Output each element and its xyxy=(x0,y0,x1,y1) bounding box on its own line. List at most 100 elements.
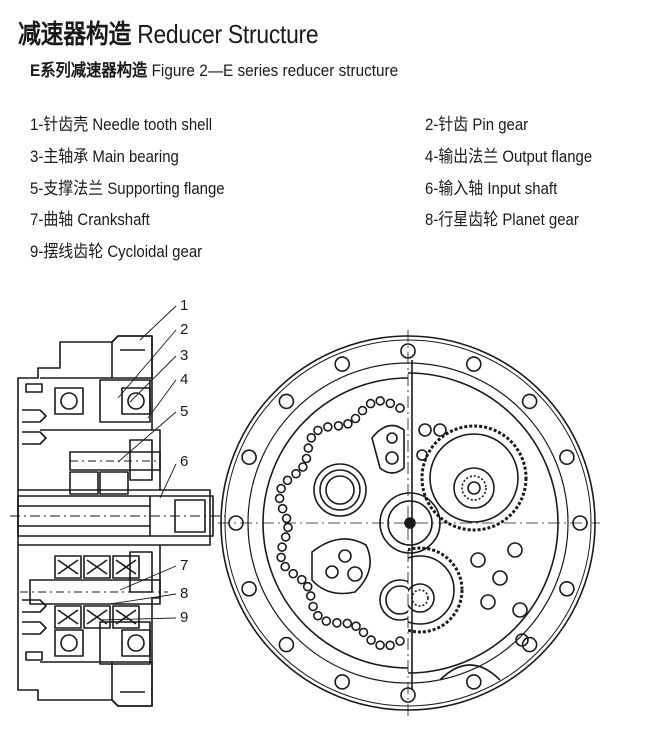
flange-holes xyxy=(470,542,529,647)
legend-item-3: 3-主轴承 Main bearing xyxy=(30,147,179,166)
legend-en: Planet gear xyxy=(502,210,579,229)
pin-gear-roller xyxy=(282,475,293,486)
legend-cn: 输入轴 xyxy=(438,179,484,198)
legend-cn: 输出法兰 xyxy=(438,147,499,166)
rim-bolt-hole xyxy=(559,449,575,466)
pin-gear-roller xyxy=(350,413,361,424)
subtitle-en: Figure 2—E series reducer structure xyxy=(151,61,399,80)
pin-gear-roller xyxy=(274,493,285,504)
eccentric-lobe xyxy=(311,538,371,595)
pin-gear-roller xyxy=(332,617,342,628)
legend-en: Output flange xyxy=(502,147,593,166)
pin-gear-roller xyxy=(358,627,369,638)
legend-en: Crankshaft xyxy=(77,210,150,229)
pin-gear-roller xyxy=(306,432,317,443)
legend-item-6: 6-输入轴 Input shaft xyxy=(425,179,558,198)
pin-gear-roller xyxy=(333,420,344,431)
pin-gear-roller xyxy=(277,503,288,514)
pin-gear-roller xyxy=(288,568,299,579)
pin-gear-roller xyxy=(280,561,291,572)
legend-en: Pin gear xyxy=(472,115,529,134)
legend-cn: 支撑法兰 xyxy=(43,179,104,198)
legend-en: Supporting flange xyxy=(107,179,225,198)
rim-bolt-hole xyxy=(559,580,575,597)
rim-bolt-hole xyxy=(278,393,295,410)
main-bearing-top xyxy=(54,387,151,415)
callout-numbers: 1 2 3 4 5 6 7 8 9 xyxy=(180,297,188,626)
callout-1: 1 xyxy=(180,297,188,314)
legend-item-1: 1-针齿壳 Needle tooth shell xyxy=(30,115,213,134)
rim-bolt-hole xyxy=(334,356,351,372)
figure-subtitle: E系列减速器构造 Figure 2—E series reducer struc… xyxy=(30,56,398,81)
legend-en: Needle tooth shell xyxy=(92,115,213,134)
callout-9: 9 xyxy=(180,609,188,626)
subtitle-cn: E系列减速器构造 xyxy=(30,61,148,80)
pin-gear-roller xyxy=(281,513,292,524)
rim-bolt-hole xyxy=(241,449,257,466)
pin-gear-top xyxy=(99,379,151,423)
title-en: Reducer Structure xyxy=(137,19,319,49)
legend-num: 3 xyxy=(30,147,39,166)
pin-gear-roller xyxy=(276,483,286,494)
rim-bolt-hole xyxy=(278,636,295,653)
pin-gear-chain xyxy=(274,396,405,651)
pin-gear-roller xyxy=(313,425,323,436)
pin-gear-roller xyxy=(375,396,386,406)
planet-gear-upper xyxy=(420,424,528,532)
pin-gear-roller xyxy=(305,591,316,601)
crankshaft-upper xyxy=(69,451,161,495)
legend-num: 2 xyxy=(425,115,434,134)
front-view xyxy=(218,330,600,720)
callout-leaders xyxy=(99,305,177,621)
pin-gear-roller xyxy=(313,610,323,621)
callout-4: 4 xyxy=(180,371,188,388)
pin-gear-roller xyxy=(321,616,332,626)
input-shaft xyxy=(10,495,225,537)
callout-7: 7 xyxy=(180,557,188,574)
crankshaft-lower xyxy=(20,555,168,629)
legend-cn: 针齿 xyxy=(438,115,469,134)
callout-3: 3 xyxy=(180,347,188,364)
pin-gear-roller xyxy=(296,574,307,585)
section-view xyxy=(10,335,225,707)
rim-bolt-hole xyxy=(521,393,538,410)
pin-gear-roller xyxy=(395,636,405,646)
legend-item-7: 7-曲轴 Crankshaft xyxy=(30,210,150,229)
pin-gear-roller xyxy=(308,601,318,612)
legend-item-8: 8-行星齿轮 Planet gear xyxy=(425,210,579,229)
callout-6: 6 xyxy=(180,453,188,470)
legend-num: 6 xyxy=(425,179,434,198)
pin-gear-roller xyxy=(276,552,286,563)
pin-gear-roller xyxy=(357,405,368,416)
parts-legend: 1-针齿壳 Needle tooth shell 2-针齿 Pin gear 3… xyxy=(0,0,650,270)
planet-gear-lower xyxy=(408,546,464,634)
legend-num: 1 xyxy=(30,115,39,134)
page-title: 减速器构造 Reducer Structure xyxy=(18,14,319,51)
pin-gear-roller xyxy=(301,453,312,464)
rim-bolt-hole xyxy=(241,580,257,597)
legend-num: 7 xyxy=(30,210,39,229)
pin-gear-roller xyxy=(366,635,376,645)
pin-gear-roller xyxy=(343,418,353,429)
pin-gear-roller xyxy=(385,398,396,409)
pin-gear-roller xyxy=(395,403,405,413)
callout-8: 8 xyxy=(180,585,188,602)
legend-cn: 针齿壳 xyxy=(43,115,89,134)
pin-gear-roller xyxy=(298,462,308,472)
pin-gear-roller xyxy=(302,581,313,592)
rim-bolt-hole xyxy=(465,674,482,690)
legend-cn: 摆线齿轮 xyxy=(43,242,104,261)
rim-bolt-hole xyxy=(334,674,351,690)
pin-gear-roller xyxy=(280,532,291,542)
pin-gear-roller xyxy=(283,522,293,533)
needle-tooth-shell xyxy=(111,335,153,707)
legend-item-5: 5-支撑法兰 Supporting flange xyxy=(30,179,225,198)
callout-2: 2 xyxy=(180,321,188,338)
rim-bolt-hole xyxy=(465,356,482,372)
pin-gear-roller xyxy=(291,468,301,479)
crank-bearing-lower xyxy=(379,579,408,621)
legend-num: 4 xyxy=(425,147,434,166)
legend-item-9: 9-摆线齿轮 Cycloidal gear xyxy=(30,242,203,261)
pin-gear-roller xyxy=(303,443,314,453)
